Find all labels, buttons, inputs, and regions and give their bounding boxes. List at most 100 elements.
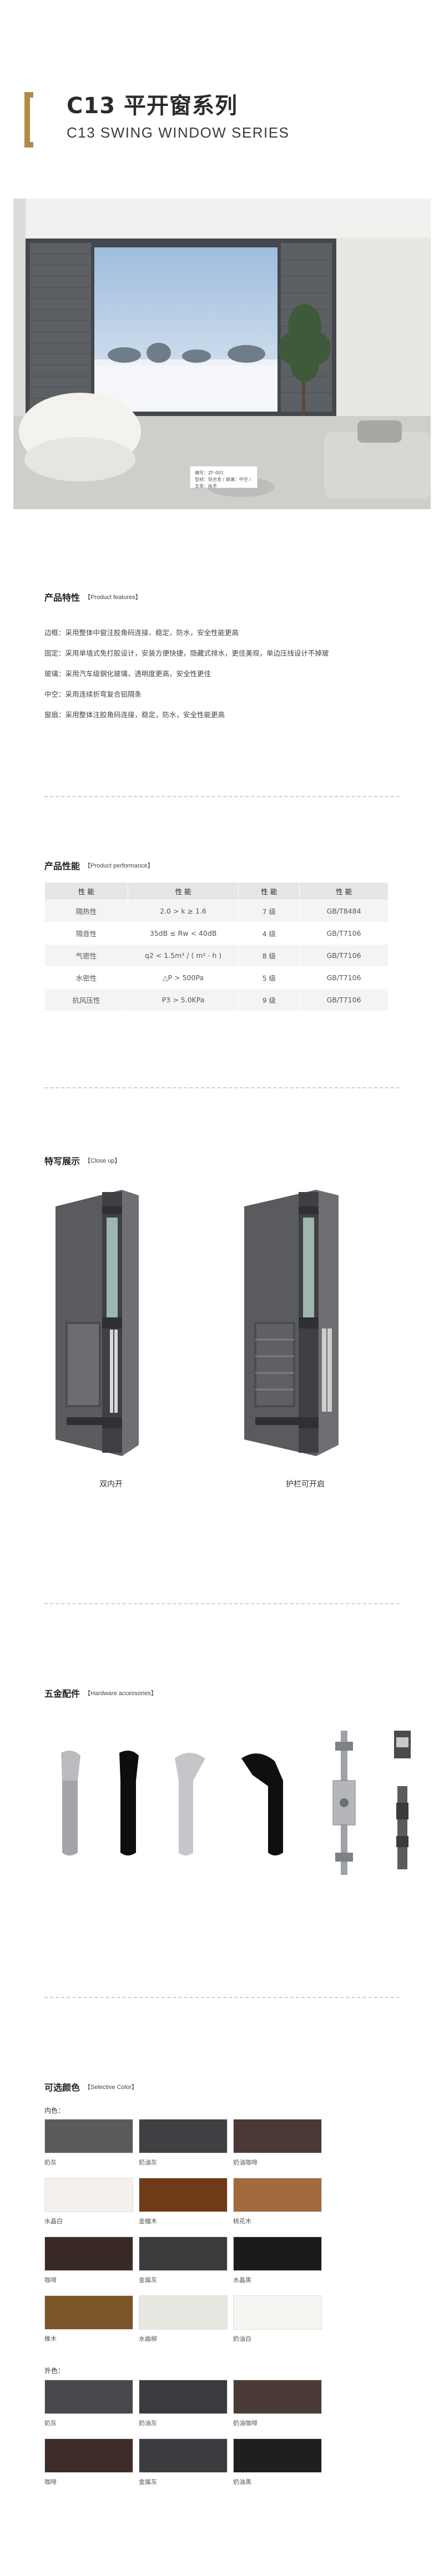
color-swatch <box>139 2438 228 2473</box>
table-row: 隔音性 35dB ≤ Rw < 40dB 4 级 GB/T7106 <box>44 922 389 945</box>
profile-closeup-image <box>44 1184 155 1464</box>
color-swatch <box>139 2237 228 2271</box>
page-subtitle: C13 SWING WINDOW SERIES <box>67 124 290 141</box>
feature-item: 中空：采用连续折弯复合铝隔条 <box>44 690 142 698</box>
color-swatch <box>233 2178 322 2212</box>
hardware-title-en: 【Hardware accessories】 <box>84 1690 157 1697</box>
color-swatch <box>233 2237 322 2271</box>
color-swatch-label: 水晶白 <box>44 2218 63 2225</box>
keeper-image <box>389 1731 416 1877</box>
color-swatch <box>139 2178 228 2212</box>
column-header: 性 能 <box>238 882 300 900</box>
table-row: 隔热性 2.0 > k ≥ 1.6 7 级 GB/T8484 <box>44 900 389 922</box>
color-swatch-label: 橡木 <box>44 2335 57 2342</box>
table-cell: 隔热性 <box>44 900 128 922</box>
color-swatch-label: 奶油灰 <box>139 2159 157 2166</box>
color-swatch-label: 奶油白 <box>233 2335 251 2342</box>
hero-tag-line1: 编号：ZF-001 <box>195 470 224 475</box>
color-swatch <box>233 2295 322 2330</box>
color-swatch-label: 桃花木 <box>233 2218 251 2225</box>
closeup-heading: 特写展示 【Close up】 <box>44 1154 120 1167</box>
color-swatch <box>44 2438 133 2473</box>
table-cell: 隔音性 <box>44 922 128 945</box>
table-cell: 4 级 <box>238 922 300 945</box>
color-swatch-label: 水曲柳 <box>139 2335 157 2342</box>
color-swatch-label: 奶灰 <box>44 2420 57 2427</box>
color-swatch-label: 金属灰 <box>139 2478 157 2486</box>
column-header: 性 能 <box>127 882 239 900</box>
performance-heading: 产品性能 【Product performance】 <box>44 859 154 872</box>
table-cell: GB/T8484 <box>299 900 389 922</box>
color-swatch <box>44 2380 133 2414</box>
column-header: 性 能 <box>44 882 128 900</box>
handle-image <box>108 1747 147 1860</box>
color-swatch-label: 咖啡 <box>44 2478 57 2486</box>
inner-color-label: 内色： <box>44 2107 65 2114</box>
page-title: C13 平开窗系列 <box>67 93 238 119</box>
closeup-title: 特写展示 <box>44 1156 80 1167</box>
colors-heading: 可选颜色 【Selective Color】 <box>44 2080 138 2093</box>
performance-title-en: 【Product performance】 <box>84 863 154 869</box>
features-title-en: 【Product features】 <box>84 594 142 601</box>
table-cell: 9 级 <box>238 988 300 1011</box>
color-swatch <box>44 2237 133 2271</box>
color-swatch-label: 奶油黑 <box>233 2478 251 2486</box>
table-row: 气密性 q2 < 1.5m³ / ( m² · h ) 8 级 GB/T7106 <box>44 944 389 967</box>
column-header: 性 能 <box>299 882 389 900</box>
features-list: 边框：采用整体中窗注胶角码连接，稳定，防水，安全性能更高 固定：采用单墙式免打胶… <box>44 622 411 725</box>
color-swatch-label: 奶油咖啡 <box>233 2159 258 2166</box>
handle-image <box>50 1747 89 1860</box>
section-divider <box>44 796 400 797</box>
table-cell: 5 级 <box>238 966 300 989</box>
color-swatch <box>44 2295 133 2330</box>
section-divider <box>44 1997 400 1998</box>
table-cell: △P > 500Pa <box>127 966 239 989</box>
color-swatch <box>139 2295 228 2330</box>
table-cell: 2.0 > k ≥ 1.6 <box>127 900 239 922</box>
color-swatch <box>139 2380 228 2414</box>
table-cell: 抗风压性 <box>44 988 128 1011</box>
table-row: 水密性 △P > 500Pa 5 级 GB/T7106 <box>44 966 389 989</box>
closeup-caption-1: 双内开 <box>99 1480 123 1489</box>
hero-image: 编号：ZF-001 型材：铝合金 / 玻璃：中空 / 五金：执手 <box>13 199 431 509</box>
table-cell: GB/T7106 <box>299 988 389 1011</box>
feature-item: 玻璃：采用汽车级钢化玻璃，透明度更高，安全性更佳 <box>44 670 211 678</box>
table-cell: q2 < 1.5m³ / ( m² · h ) <box>127 944 239 967</box>
colors-title: 可选颜色 <box>44 2082 80 2093</box>
features-title: 产品特性 <box>44 592 80 603</box>
table-cell: 水密性 <box>44 966 128 989</box>
closeup-caption-2: 护栏可开启 <box>286 1480 325 1489</box>
table-cell: 气密性 <box>44 944 128 967</box>
color-swatch-label: 咖啡 <box>44 2276 57 2284</box>
hero-info-tag: 编号：ZF-001 型材：铝合金 / 玻璃：中空 / 五金：执手 <box>190 466 258 489</box>
performance-title: 产品性能 <box>44 861 80 871</box>
table-cell: 35dB ≤ Rw < 40dB <box>127 922 239 945</box>
table-cell: GB/T7106 <box>299 966 389 989</box>
color-swatch <box>44 2178 133 2212</box>
color-swatch-label: 奶油灰 <box>139 2420 157 2427</box>
table-row: 抗风压性 P3 > 5.0KPa 9 级 GB/T7106 <box>44 988 389 1011</box>
color-swatch-label: 奶油咖啡 <box>233 2420 258 2427</box>
colors-title-en: 【Selective Color】 <box>84 2084 138 2091</box>
feature-item: 窗扇：采用整体注胶角码连接，稳定，防水，安全性能更高 <box>44 711 225 719</box>
hardware-title: 五金配件 <box>44 1688 80 1699</box>
bracket-decoration <box>24 92 33 148</box>
color-swatch <box>139 2119 228 2153</box>
outer-color-label: 外色： <box>44 2367 65 2375</box>
color-swatch <box>44 2119 133 2153</box>
hardware-heading: 五金配件 【Hardware accessories】 <box>44 1686 157 1700</box>
table-cell: P3 > 5.0KPa <box>127 988 239 1011</box>
features-heading: 产品特性 【Product features】 <box>44 590 142 604</box>
table-cell: 8 级 <box>238 944 300 967</box>
handle-image <box>167 1747 216 1860</box>
hero-tag-line2: 型材：铝合金 / 玻璃：中空 / 五金：执手 <box>195 477 251 489</box>
closeup-title-en: 【Close up】 <box>84 1158 121 1164</box>
profile-closeup-image <box>233 1184 355 1464</box>
color-swatch-label: 金檀木 <box>139 2218 157 2225</box>
color-swatch <box>233 2119 322 2153</box>
table-cell: GB/T7106 <box>299 922 389 945</box>
page-header: C13 平开窗系列 C13 SWING WINDOW SERIES <box>0 0 444 183</box>
color-swatch-label: 奶灰 <box>44 2159 57 2166</box>
section-divider <box>44 1603 400 1604</box>
table-header-row: 性 能 性 能 性 能 性 能 <box>44 882 389 900</box>
